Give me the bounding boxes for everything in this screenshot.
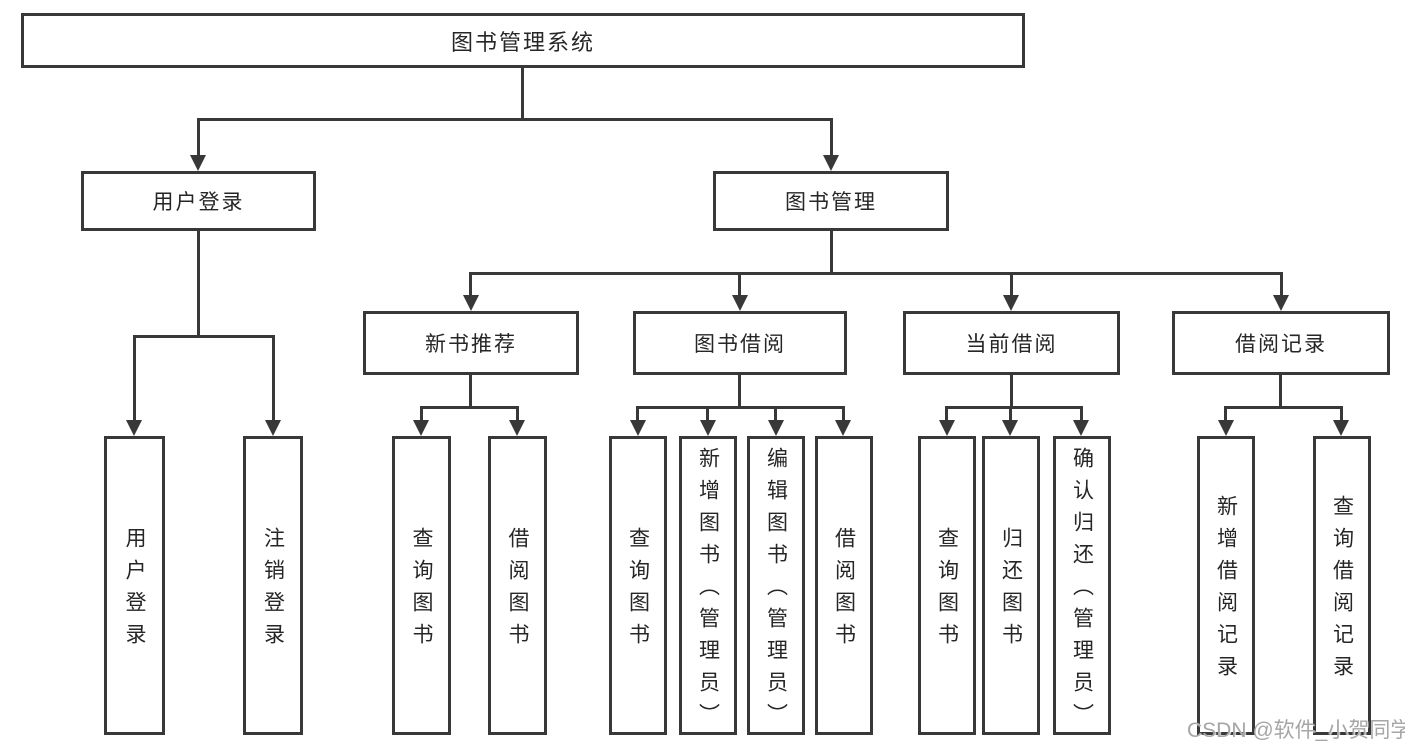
leaf-confirm-return-admin: 确认归还（管理员） [1053, 436, 1111, 735]
arrow-down-leaf-logout [265, 420, 281, 436]
node-user-login: 用户登录 [81, 171, 316, 231]
arrow-down-user-login [190, 155, 206, 171]
connector-root-bar [197, 118, 833, 121]
connector-drop-edit-books-admin [774, 406, 777, 421]
leaf-query-borrow-record-label: 查询借阅记录 [1330, 495, 1354, 687]
connector-drop-query-borrow-record [1340, 406, 1343, 421]
connector-user-login-stem [197, 231, 200, 335]
leaf-query-books-recommend: 查询图书 [392, 436, 451, 735]
node-current-borrowing-label: 当前借阅 [965, 333, 1058, 356]
leaf-return-books: 归还图书 [982, 436, 1040, 735]
node-borrowing-records-label: 借阅记录 [1235, 333, 1327, 356]
node-root-library-system: 图书管理系统 [21, 13, 1025, 68]
leaf-confirm-return-admin-label: 确认归还（管理员） [1070, 447, 1094, 735]
leaf-query-books-borrow: 查询图书 [609, 436, 667, 735]
arrow-down-leaf-user-login [126, 420, 142, 436]
node-book-management-label: 图书管理 [785, 191, 877, 214]
connector-drop-query-books-recommend [420, 406, 423, 421]
connector-recommend-bar [420, 406, 519, 409]
leaf-borrow-books-recommend: 借阅图书 [488, 436, 547, 735]
leaf-add-borrow-record: 新增借阅记录 [1197, 436, 1255, 735]
leaf-borrow-books-label: 借阅图书 [832, 527, 856, 655]
node-user-login-label: 用户登录 [152, 191, 245, 214]
connector-borrowing-bar [636, 406, 845, 409]
arrow-down-new-book-recommendation [463, 295, 479, 311]
csdn-watermark: CSDN @软件_小贺同学 [1187, 719, 1405, 742]
node-book-borrowing: 图书借阅 [633, 311, 847, 375]
connector-current-bar [945, 406, 1083, 409]
leaf-query-books-borrow-label: 查询图书 [626, 527, 650, 655]
node-root-label: 图书管理系统 [450, 29, 595, 55]
connector-records-stem [1279, 375, 1282, 406]
arrow-down-borrow-books-recommend [509, 420, 525, 436]
arrow-down-book-management [823, 155, 839, 171]
leaf-edit-books-admin-label: 编辑图书（管理员） [764, 447, 788, 735]
leaf-logout-label: 注销登录 [261, 527, 285, 655]
leaf-query-books-current: 查询图书 [918, 436, 976, 735]
node-book-management: 图书管理 [713, 171, 949, 231]
leaf-add-books-admin: 新增图书（管理员） [679, 436, 737, 735]
arrow-down-confirm-return-admin [1073, 420, 1089, 436]
leaf-user-login-label: 用户登录 [123, 527, 146, 655]
connector-drop-user-login [197, 118, 200, 156]
arrow-down-return-books [1002, 420, 1018, 436]
leaf-borrow-books: 借阅图书 [815, 436, 873, 735]
node-borrowing-records: 借阅记录 [1172, 311, 1390, 375]
arrow-down-edit-books-admin [768, 420, 784, 436]
connector-drop-borrow-books-recommend [516, 406, 519, 421]
connector-book-management-bar [469, 272, 1283, 275]
connector-drop-add-books-admin [706, 406, 709, 421]
connector-drop-add-borrow-record [1224, 406, 1227, 421]
node-new-book-recommendation: 新书推荐 [363, 311, 579, 375]
connector-user-login-bar [133, 335, 275, 338]
leaf-query-books-current-label: 查询图书 [935, 527, 959, 655]
connector-drop-query-books-borrow [636, 406, 639, 421]
arrow-down-query-borrow-record [1333, 420, 1349, 436]
connector-root-stem [521, 68, 524, 118]
arrow-down-add-books-admin [700, 420, 716, 436]
leaf-add-borrow-record-label: 新增借阅记录 [1214, 495, 1238, 687]
leaf-add-books-admin-label: 新增图书（管理员） [696, 447, 720, 735]
connector-recommend-stem [469, 375, 472, 406]
leaf-borrow-books-recommend-label: 借阅图书 [506, 527, 529, 655]
node-current-borrowing: 当前借阅 [903, 311, 1120, 375]
connector-drop-book-borrowing [738, 272, 741, 296]
connector-drop-query-books-current [945, 406, 948, 421]
leaf-return-books-label: 归还图书 [999, 527, 1023, 655]
arrow-down-query-books-borrow [630, 420, 646, 436]
arrow-down-query-books-recommend [413, 420, 429, 436]
node-book-borrowing-label: 图书借阅 [694, 333, 786, 356]
connector-drop-current-borrowing [1010, 272, 1013, 296]
connector-drop-leaf-user-login [133, 335, 136, 421]
connector-drop-new-book-recommendation [469, 272, 472, 296]
leaf-query-books-recommend-label: 查询图书 [410, 527, 433, 655]
node-new-book-recommendation-label: 新书推荐 [425, 333, 517, 356]
arrow-down-current-borrowing [1003, 295, 1019, 311]
leaf-user-login: 用户登录 [104, 436, 165, 735]
leaf-edit-books-admin: 编辑图书（管理员） [747, 436, 805, 735]
arrow-down-borrowing-records [1273, 295, 1289, 311]
arrow-down-query-books-current [939, 420, 955, 436]
leaf-query-borrow-record: 查询借阅记录 [1313, 436, 1371, 735]
connector-drop-borrow-books [842, 406, 845, 421]
connector-drop-return-books [1009, 406, 1012, 421]
connector-drop-confirm-return-admin [1080, 406, 1083, 421]
connector-book-management-stem [830, 231, 833, 272]
connector-drop-book-management [830, 118, 833, 156]
connector-records-bar [1224, 406, 1343, 409]
connector-drop-borrowing-records [1280, 272, 1283, 296]
leaf-logout: 注销登录 [243, 436, 303, 735]
arrow-down-add-borrow-record [1218, 420, 1234, 436]
arrow-down-book-borrowing [732, 295, 748, 311]
connector-drop-leaf-logout [272, 335, 275, 421]
connector-borrowing-stem [738, 375, 741, 406]
arrow-down-borrow-books [835, 420, 851, 436]
connector-current-stem [1010, 375, 1013, 406]
